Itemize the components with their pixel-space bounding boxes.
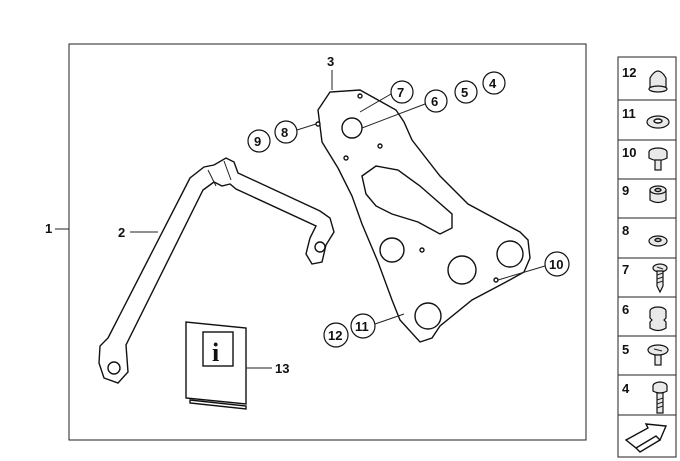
washer-small-icon	[648, 235, 668, 247]
svg-text:7: 7	[397, 85, 404, 100]
screw-short-icon	[648, 147, 668, 171]
part-3-mounting-plate	[315, 89, 531, 343]
washer-icon	[646, 115, 670, 129]
self-tapping-screw-icon	[652, 263, 668, 294]
svg-text:9: 9	[254, 134, 261, 149]
callout-7: 7	[359, 80, 414, 113]
svg-text:11: 11	[355, 319, 369, 334]
svg-text:5: 5	[622, 342, 629, 357]
nut-icon	[649, 185, 667, 204]
diagram-frame	[68, 43, 587, 441]
cap-nut-icon	[648, 70, 668, 93]
svg-text:3: 3	[327, 54, 334, 69]
flat-head-screw-icon	[647, 344, 669, 366]
callout-10: 10	[497, 251, 570, 281]
svg-text:7: 7	[622, 262, 629, 277]
svg-text:11: 11	[622, 106, 636, 121]
svg-text:5: 5	[461, 85, 468, 100]
callout-1: 1	[45, 221, 69, 236]
rubber-grommet-icon	[649, 306, 667, 332]
callout-6: 6	[361, 89, 448, 129]
callout-2: 2	[118, 225, 158, 240]
assembly-arrow-icon	[624, 423, 668, 453]
callout-8: 8	[274, 120, 317, 144]
callout-13: 13	[246, 361, 289, 376]
callout-11: 11	[350, 313, 405, 339]
svg-text:10: 10	[622, 145, 636, 160]
svg-text:9: 9	[622, 183, 629, 198]
svg-text:4: 4	[489, 76, 497, 91]
callout-5: 5	[454, 80, 478, 104]
svg-text:4: 4	[622, 381, 630, 396]
svg-text:6: 6	[431, 94, 438, 109]
bolt-icon	[652, 381, 668, 414]
svg-text:10: 10	[549, 257, 563, 272]
callout-4: 4	[482, 71, 506, 95]
callout-12: 12	[323, 322, 349, 348]
side-parts-panel: 12 11 10 9 8 7 6 5 4	[617, 56, 677, 458]
svg-text:2: 2	[118, 225, 125, 240]
svg-text:8: 8	[622, 223, 629, 238]
svg-text:8: 8	[281, 125, 288, 140]
svg-text:13: 13	[275, 361, 289, 376]
callout-3: 3	[327, 54, 334, 90]
svg-text:12: 12	[622, 65, 636, 80]
part-13-info-booklet: i	[185, 321, 247, 410]
svg-text:12: 12	[328, 328, 342, 343]
callout-9: 9	[247, 129, 271, 153]
info-icon: i	[212, 338, 219, 367]
part-2-support-rod	[98, 157, 335, 384]
svg-text:6: 6	[622, 302, 629, 317]
svg-text:1: 1	[45, 221, 52, 236]
